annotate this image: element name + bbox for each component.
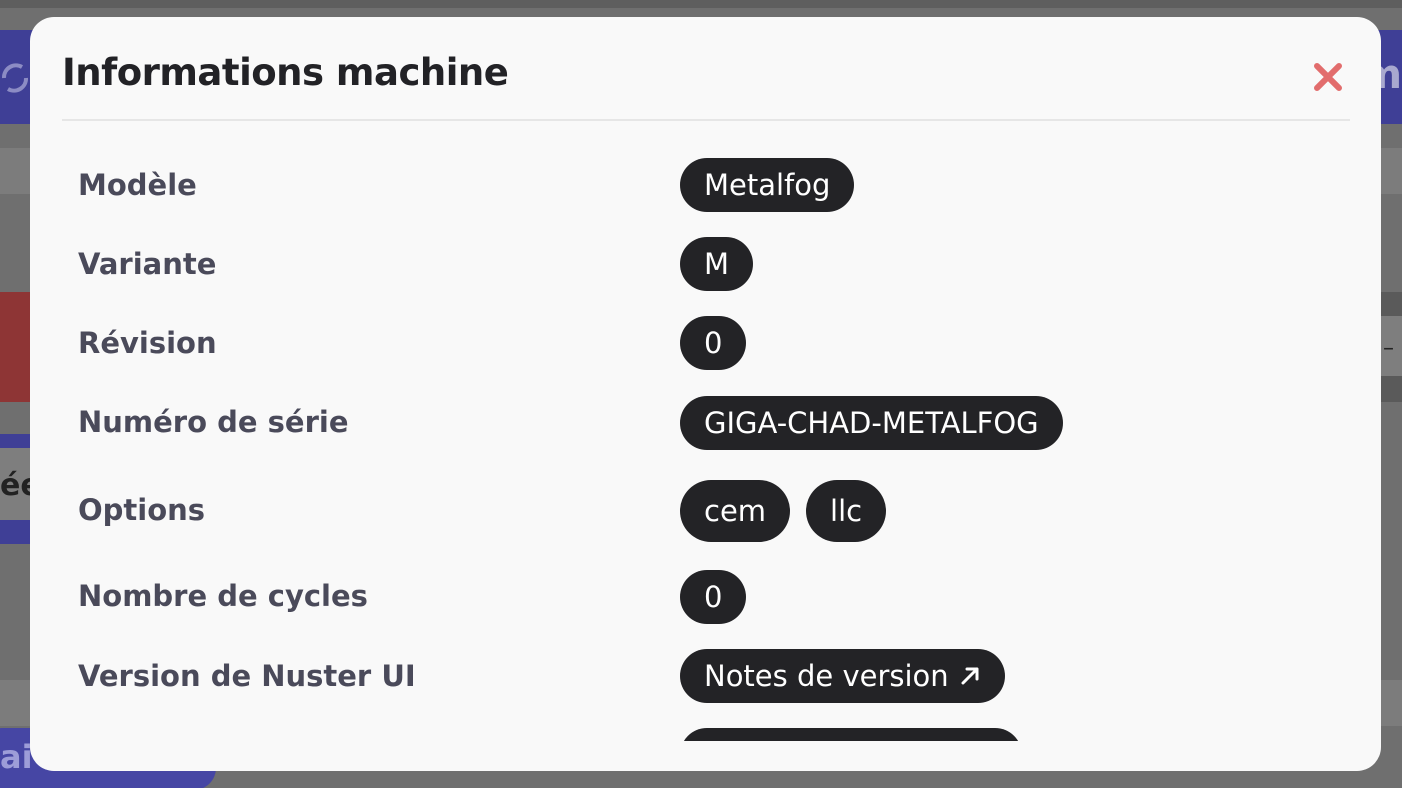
machine-info-modal: Informations machine Modèle Metalfog Var… <box>30 17 1381 771</box>
modal-header: Informations machine <box>62 17 1350 121</box>
info-label: Numéro de série <box>78 405 349 439</box>
info-label: Révision <box>78 326 217 360</box>
info-values: Metalfog <box>680 158 855 212</box>
background-right-dash: – <box>1383 336 1394 361</box>
info-label: Options <box>78 493 206 527</box>
value-chip: 0 <box>680 570 747 624</box>
info-values: Notes de version <box>680 649 1005 703</box>
info-values: GIGA-CHAD-METALFOG <box>680 396 1063 450</box>
value-chip: M <box>680 237 754 291</box>
value-chip: GIGA-CHAD-METALFOG <box>680 396 1063 450</box>
external-link-arrow-icon <box>959 665 981 687</box>
info-values: cem llc <box>680 480 887 542</box>
value-chip: Metalfog <box>680 158 855 212</box>
info-values: 0 <box>680 316 747 370</box>
refresh-icon <box>0 58 30 98</box>
info-label: Nombre de cycles <box>78 579 368 613</box>
modal-title: Informations machine <box>62 51 509 94</box>
info-label: Version de Nuster UI <box>78 659 416 693</box>
value-chip: cem <box>680 480 791 542</box>
info-rows: Modèle Metalfog Variante M Révision 0 Nu… <box>30 121 1381 741</box>
info-values: 0 <box>680 570 747 624</box>
info-label: Modèle <box>78 168 197 202</box>
value-chip: llc <box>806 480 887 542</box>
close-icon <box>1314 63 1342 91</box>
release-notes-link[interactable]: Notes de version <box>680 649 1005 703</box>
info-label: Variante <box>78 247 217 281</box>
close-button[interactable] <box>1312 61 1344 93</box>
info-values: M <box>680 237 754 291</box>
background-top-strip <box>0 0 1402 8</box>
release-notes-label: Notes de version <box>704 659 949 693</box>
value-chip: 0 <box>680 316 747 370</box>
value-chip-partial <box>680 728 1022 741</box>
background-bottom-button-text: ai <box>0 738 33 776</box>
